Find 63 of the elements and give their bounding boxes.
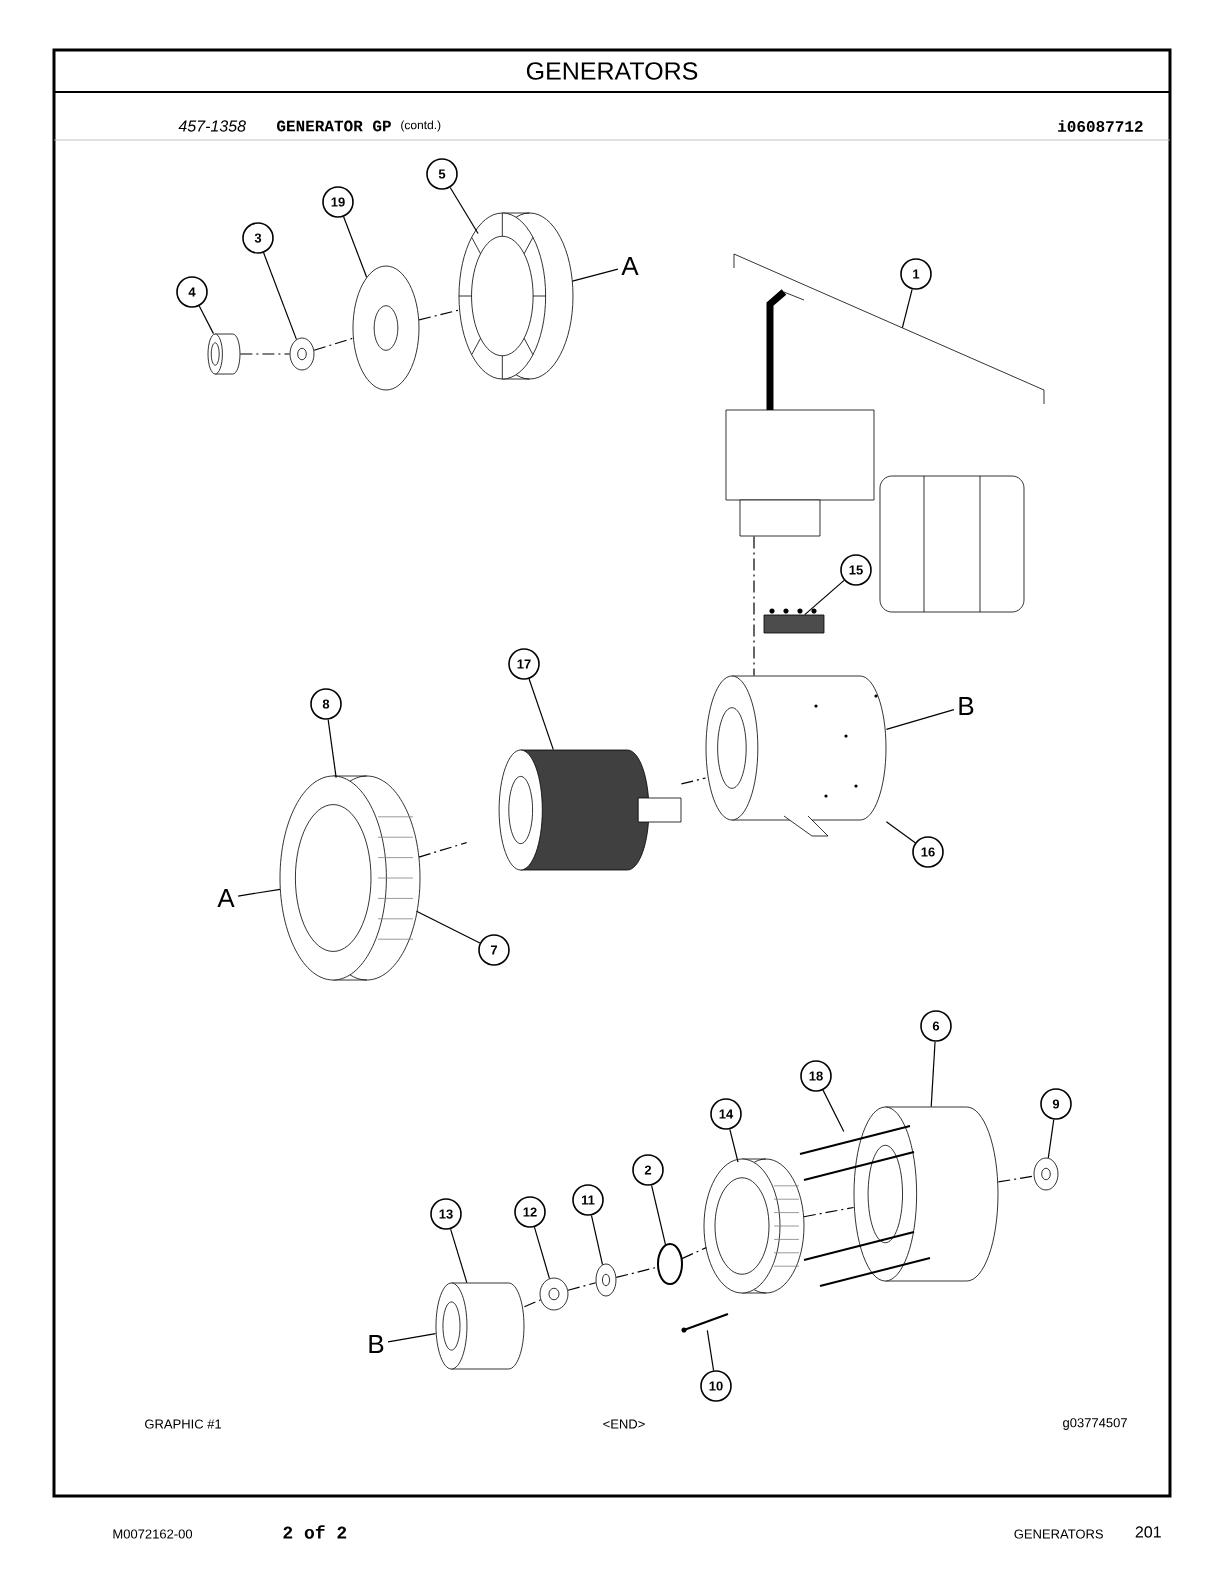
section-letter: B (369, 1335, 384, 1353)
center-line (239, 353, 291, 355)
tie-rods-drawing (799, 1125, 915, 1181)
page-title: GENERATORS (526, 62, 698, 80)
fan-drawing (458, 212, 574, 380)
leader-line (533, 1226, 551, 1280)
leader-line (327, 719, 337, 779)
cap-drawing (1033, 1157, 1059, 1191)
center-line (753, 535, 755, 677)
section-letter: B (959, 697, 974, 715)
leader-line (885, 821, 916, 844)
end-ring-drawing (279, 775, 421, 981)
leader-line (263, 252, 298, 340)
o-ring-drawing (657, 1243, 683, 1285)
leader-line (804, 579, 845, 616)
terminal-box-drawing (725, 253, 1045, 613)
bolt-drawing (681, 1313, 729, 1333)
leader-line (387, 1333, 437, 1343)
center-line (418, 309, 460, 321)
leader-line (198, 305, 215, 335)
leader-line (706, 1329, 715, 1371)
terminal-strip-drawing (763, 608, 825, 634)
leader-line (590, 1214, 604, 1266)
section-letter: A (217, 889, 235, 907)
leader-line (571, 268, 619, 282)
leader-line (1047, 1119, 1055, 1159)
center-line (680, 777, 707, 785)
center-line (803, 1206, 855, 1218)
leader-line (651, 1184, 667, 1246)
bearing-housing-drawing (703, 1158, 805, 1294)
nut-drawing (207, 333, 241, 375)
leader-line (729, 1128, 739, 1163)
exciter-drawing (435, 1282, 525, 1370)
plate-drawing (352, 265, 420, 391)
center-line (681, 1247, 707, 1260)
washer-drawing (289, 337, 315, 371)
ring-drawing (595, 1263, 617, 1297)
leader-line (237, 888, 281, 897)
group-name: GENERATOR GP (277, 120, 391, 132)
end-frame-drawing (803, 1106, 999, 1287)
part-number: 457-1358 (178, 120, 246, 132)
spacer-drawing (539, 1277, 569, 1311)
leader-line (343, 216, 368, 278)
center-line (418, 842, 468, 858)
section-letter: A (621, 257, 639, 275)
leader-line (901, 288, 913, 329)
page-count: 2 of 2 (283, 1525, 347, 1539)
center-line (567, 1282, 597, 1291)
stator-drawing (705, 675, 887, 837)
leader-line (822, 1089, 845, 1133)
leader-line (930, 1041, 936, 1108)
center-line (997, 1175, 1035, 1183)
center-line (313, 337, 354, 351)
leader-line (528, 678, 554, 751)
center-line (523, 1299, 542, 1308)
leader-line (885, 708, 955, 730)
leader-line (449, 186, 479, 235)
rotor-drawing (498, 749, 682, 871)
leader-line (415, 910, 481, 944)
leader-line (450, 1228, 468, 1284)
page-number: 201 (1135, 1526, 1161, 1538)
center-line (615, 1266, 659, 1279)
illustration-id: i06087712 (1058, 120, 1143, 132)
